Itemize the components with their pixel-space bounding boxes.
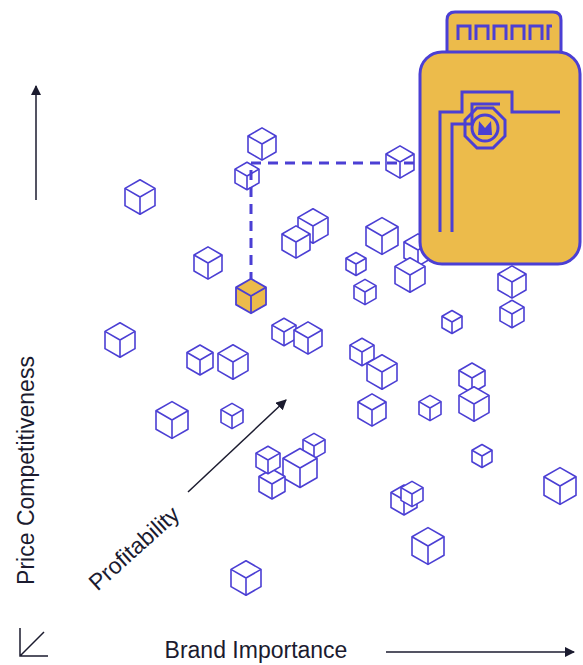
- cube-edge: [401, 488, 423, 507]
- cube-edge: [187, 353, 213, 375]
- cube: [472, 445, 492, 468]
- emblem-mark: [478, 121, 492, 135]
- dashed-leader: [251, 163, 430, 282]
- cube-edge: [294, 330, 322, 354]
- cube: [194, 247, 222, 279]
- cube: [294, 322, 322, 354]
- cube: [498, 266, 526, 298]
- cube: [218, 345, 248, 380]
- cube: [259, 469, 285, 499]
- cube: [256, 446, 280, 474]
- cube-edge: [544, 477, 576, 505]
- cube: [125, 180, 155, 215]
- cube-edge: [235, 169, 259, 190]
- cube: [156, 402, 188, 439]
- cube-edge: [248, 136, 276, 160]
- cube-edge: [105, 331, 135, 357]
- origin-mark: [20, 628, 48, 656]
- cube-edge: [419, 402, 441, 421]
- cube-edge: [472, 450, 492, 467]
- cube-edge: [366, 227, 398, 255]
- cube: [459, 387, 489, 422]
- y-axis-label: Price Competitiveness: [15, 356, 38, 585]
- cube: [358, 394, 386, 426]
- cube: [544, 468, 576, 505]
- cube-edge: [125, 188, 155, 214]
- cube: [282, 226, 310, 258]
- jar-body: [420, 52, 580, 264]
- jar-label: [440, 92, 560, 232]
- cube-edge: [194, 255, 222, 279]
- cube-highlight: [236, 279, 266, 314]
- cube: [401, 481, 423, 506]
- cube-edge: [231, 569, 261, 595]
- cap-ridges: [458, 26, 552, 40]
- cube: [419, 395, 441, 420]
- cube: [272, 318, 296, 346]
- cube-edge: [256, 453, 280, 474]
- cube-edge: [221, 410, 243, 429]
- cube: [248, 128, 276, 160]
- cube-edge: [459, 395, 489, 421]
- cube: [442, 311, 462, 334]
- cube: [395, 258, 425, 293]
- cube: [105, 323, 135, 358]
- cube-edge: [498, 274, 526, 298]
- cube: [500, 300, 524, 328]
- jar-label-inner: [452, 104, 500, 232]
- cube-edge: [259, 477, 285, 499]
- cube-edge: [386, 154, 414, 178]
- cube: [354, 279, 376, 304]
- cube: [231, 561, 261, 596]
- cube: [412, 528, 444, 565]
- product-jar: [420, 12, 580, 264]
- cube-edge: [283, 458, 317, 487]
- cube-edge: [156, 411, 188, 439]
- cube-edge: [236, 287, 266, 313]
- cube: [221, 403, 243, 428]
- z-axis-label: Profitability: [85, 502, 184, 594]
- cube: [367, 355, 397, 390]
- emblem-octagon: [465, 108, 505, 148]
- cube: [346, 253, 366, 276]
- cube: [235, 162, 259, 190]
- cube-edge: [358, 402, 386, 426]
- cube: [283, 448, 317, 487]
- cube-edge: [395, 266, 425, 292]
- x-axis-label: Brand Importance: [165, 639, 348, 662]
- highlighted-cube: [236, 279, 266, 314]
- cube-edge: [218, 353, 248, 379]
- cube-edge: [367, 363, 397, 389]
- brand-axis: [386, 651, 574, 653]
- cube: [366, 218, 398, 255]
- cube-edge: [442, 316, 462, 333]
- cube-edge: [272, 325, 296, 346]
- cube-edge: [354, 286, 376, 305]
- cube-edge: [282, 234, 310, 258]
- cube: [187, 345, 213, 375]
- cube-edge: [412, 537, 444, 565]
- emblem-ring: [472, 115, 498, 141]
- cube-edge: [346, 258, 366, 275]
- cube-edge: [500, 307, 524, 328]
- price-axis: [35, 86, 37, 200]
